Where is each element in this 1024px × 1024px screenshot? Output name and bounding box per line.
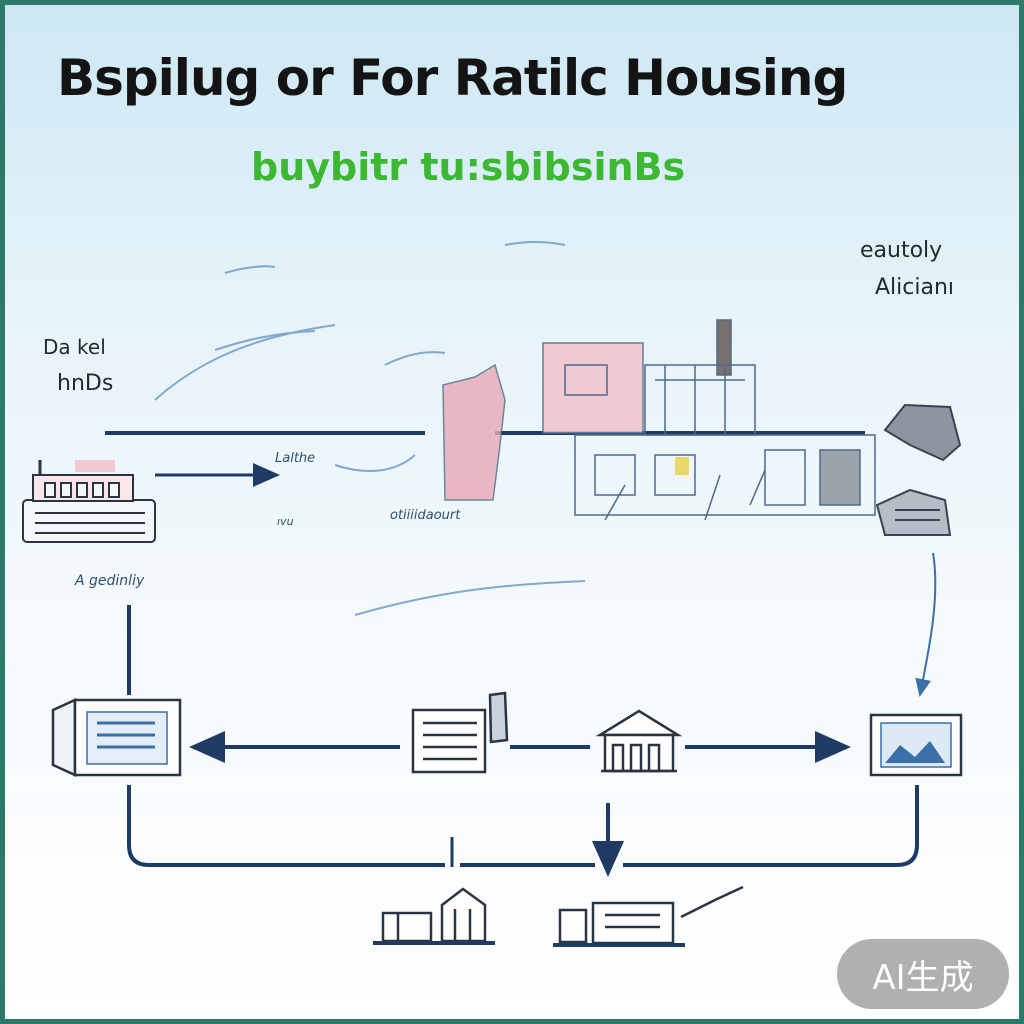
cabin-icon <box>875 403 962 536</box>
left-caption-label: A gedinliy <box>75 573 145 589</box>
house-icon <box>595 709 683 773</box>
factory-icon <box>22 460 156 543</box>
document-icon <box>51 698 182 777</box>
mid-left-label: Lalthe <box>275 451 316 466</box>
sky-sketch-strokes <box>154 241 586 616</box>
top-right-label-line2: Alicianı <box>875 275 955 300</box>
top-right-label-line1: eautoly <box>860 238 943 263</box>
top-left-label-line1: Da kel <box>43 335 106 359</box>
mid-small-label: ıvu <box>277 515 294 528</box>
top-left-label-line2: hnDs <box>57 371 114 396</box>
file-cabinet-icon <box>411 691 509 774</box>
bottom-loop-left <box>127 785 445 867</box>
flow-diagram <box>22 241 963 947</box>
houses-group-icon <box>373 887 495 945</box>
right-down-arrow <box>915 552 937 697</box>
ai-generated-badge: AI生成 <box>837 939 1009 1009</box>
bottom-loop-right <box>623 785 919 867</box>
building-sketch-icon <box>442 319 876 521</box>
mid-center-label: otiiiidaourt <box>390 508 461 523</box>
page-title: Bspilug or For Ratilc Housing <box>57 49 848 107</box>
picture-frame-icon <box>869 713 963 777</box>
machine-icon <box>553 885 744 947</box>
page-subtitle: buybitr tu:sbibsinBs <box>251 145 686 189</box>
